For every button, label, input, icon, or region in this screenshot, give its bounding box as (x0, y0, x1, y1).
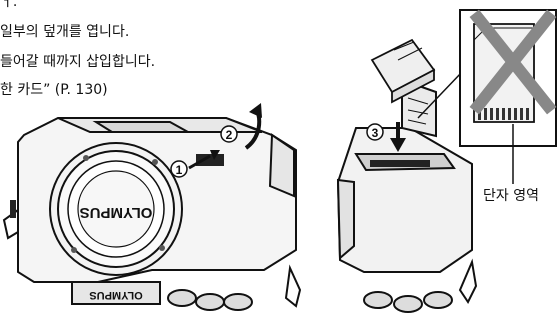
base-brand-text: OLYMPUS (89, 289, 142, 301)
inset-wrong-card (460, 10, 556, 184)
step-marker-2: 2 (221, 126, 237, 142)
step-marker-2-label: 2 (226, 128, 233, 142)
step-marker-1: 1 (171, 161, 187, 177)
step-marker-3-label: 3 (372, 126, 379, 140)
camera-right (338, 80, 476, 312)
terminal-area-label: 단자 영역 (483, 188, 539, 204)
lens-mount-brand-text: OLYMPUS (80, 204, 153, 221)
step-marker-1-label: 1 (176, 163, 183, 177)
card-contacts (478, 108, 529, 120)
step-marker-3: 3 (367, 124, 383, 140)
